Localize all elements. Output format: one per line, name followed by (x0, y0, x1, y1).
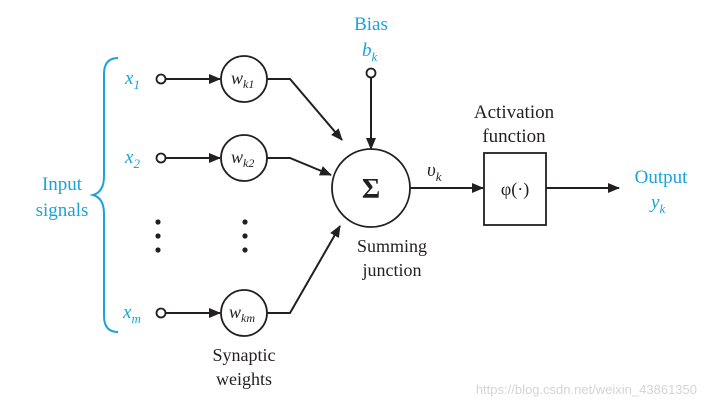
bias-title: Bias (354, 14, 388, 35)
summing-symbol: Σ (362, 174, 380, 205)
input-signals-label-line1: Input (42, 174, 83, 195)
watermark-url: https://blog.csdn.net/weixin_43861350 (476, 382, 697, 397)
synaptic-weights-caption-line1: Synaptic (213, 345, 276, 365)
summing-junction-caption-line2: junction (362, 260, 422, 280)
input-xm-terminal (155, 307, 167, 319)
activation-symbol: φ(·) (501, 179, 529, 200)
wk2-to-sum-arrow (267, 157, 332, 176)
input-x1-label: x1 (124, 68, 140, 92)
weight-wk1-label: wk1 (231, 68, 254, 91)
input-x1-terminal (155, 73, 167, 85)
wkm-to-sum-arrow (267, 225, 341, 314)
weight-wk2-label: wk2 (231, 147, 254, 170)
output-symbol: yk (649, 192, 665, 216)
bias-terminal (365, 67, 377, 79)
weight-wkm-label: wkm (229, 302, 255, 325)
output-title: Output (635, 167, 689, 188)
induced-field-label: υk (427, 160, 442, 184)
input-brace (89, 57, 119, 333)
input-xm-label: xm (122, 302, 141, 326)
weights-ellipsis (242, 219, 248, 253)
wk1-to-sum-arrow (267, 78, 343, 141)
activation-function-box (483, 152, 547, 226)
synaptic-weights-caption-line2: weights (216, 369, 272, 389)
inputs-ellipsis (155, 219, 161, 253)
activation-title-line1: Activation (474, 102, 555, 123)
input-x2-terminal (155, 152, 167, 164)
bias-symbol: bk (362, 40, 378, 64)
input-signals-label-line2: signals (36, 200, 89, 221)
input-x2-label: x2 (124, 147, 140, 171)
summing-junction-caption-line1: Summing (357, 236, 427, 256)
activation-title-line2: function (482, 126, 546, 147)
